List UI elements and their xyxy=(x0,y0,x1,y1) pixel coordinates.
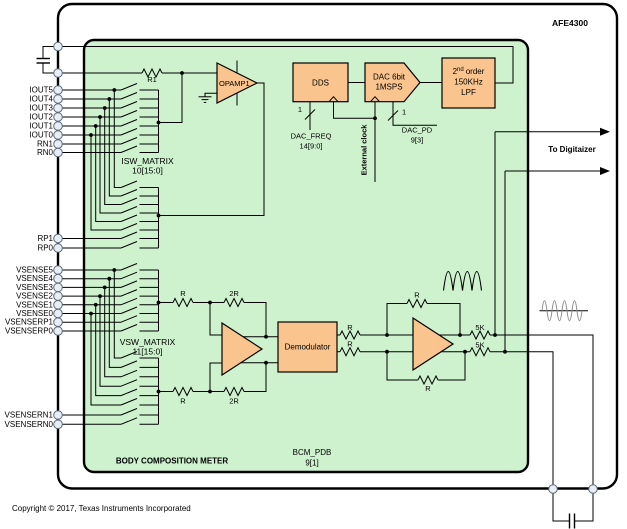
pin-label-iout2: IOUT2 xyxy=(29,113,53,122)
wires-opamp1 xyxy=(198,60,238,106)
pin-label-vsenserp0: VSENSERP0 xyxy=(5,327,54,336)
dac-freq-bits: 14[9:0] xyxy=(300,142,323,151)
resistor-label-r1: R1 xyxy=(147,75,157,84)
signal-labels: 1 DAC_FREQ 14[9:0] 1 DAC_PD 9[3] Externa… xyxy=(291,105,596,175)
pin-label-rn0: RN0 xyxy=(37,148,54,157)
dac-block xyxy=(364,62,421,103)
isw-matrix-bits: 10[15:0] xyxy=(132,166,163,176)
pin-label-vsense2: VSENSE2 xyxy=(16,292,53,301)
demodulator-label: Demodulator xyxy=(285,343,331,352)
pin-labels: IOUT5 IOUT4 IOUT3 IOUT2 IOUT1 IOUT0 RN1 … xyxy=(5,86,54,429)
pin-label-rn1: RN1 xyxy=(37,140,54,149)
resistor-label-5k-top: 5K xyxy=(475,323,484,332)
modulated-sine-waveform-icon xyxy=(539,300,588,322)
bcm-pdb-label: BCM_PDB xyxy=(293,448,332,457)
vsw-matrix-label: VSW_MATRIX xyxy=(120,337,176,347)
to-digitizer-arrows xyxy=(495,127,610,175)
pin-label-iout5: IOUT5 xyxy=(29,86,53,95)
pin-label-rp0: RP0 xyxy=(37,244,53,253)
wires-external-components xyxy=(36,46,594,529)
function-blocks xyxy=(216,57,496,377)
dac-pd-label: DAC_PD xyxy=(402,126,433,135)
dac-freq-label: DAC_FREQ xyxy=(291,132,332,141)
pin-label-vsensern0: VSENSERN0 xyxy=(5,420,54,429)
body-composition-meter-label: BODY COMPOSITION METER xyxy=(116,457,229,466)
lpf-block xyxy=(441,57,496,109)
dac-freq-bus-width: 1 xyxy=(298,105,302,114)
resistor-label-2r-top: 2R xyxy=(229,289,239,298)
dds-label: DDS xyxy=(312,79,329,88)
chip-name-label: AFE4300 xyxy=(552,18,588,28)
resistor-label-r-fb-top: R xyxy=(414,291,420,300)
dac-pd-bits: 9[3] xyxy=(411,136,424,145)
pin-label-vsense0: VSENSE0 xyxy=(16,309,53,318)
dac-label-line2: 1MSPS xyxy=(375,83,402,92)
rectified-sine-waveform-icon xyxy=(442,270,483,291)
to-digitizer-label: To Digitaizer xyxy=(548,145,595,154)
dac-pd-bus-width: 1 xyxy=(402,108,406,117)
resistor-label-r-top: R xyxy=(180,289,186,298)
pin-label-iout1: IOUT1 xyxy=(29,122,53,131)
opamp1-label: OPAMP1 xyxy=(219,79,250,88)
pin-label-iout0: IOUT0 xyxy=(29,131,53,140)
wires-signal-generation xyxy=(58,46,514,216)
pin-label-vsense3: VSENSE3 xyxy=(16,283,53,292)
lpf-label-line3: LPF xyxy=(461,88,476,97)
dac-label-line1: DAC 6bit xyxy=(373,73,406,82)
package-pins xyxy=(53,41,598,494)
pin xyxy=(53,41,63,52)
vsw-matrix-bits: 11[15:0] xyxy=(132,347,162,357)
opamp1-block xyxy=(216,62,259,104)
junction-dots xyxy=(89,71,507,394)
instrumentation-amp xyxy=(221,321,264,377)
pin-label-vsenserp1: VSENSERP1 xyxy=(5,318,54,327)
pin-label-iout3: IOUT3 xyxy=(29,104,53,113)
wires-matrix-columns xyxy=(90,90,159,425)
resistor-label-r-demod-top: R xyxy=(347,323,353,332)
resistor-label-r-fb-bottom: R xyxy=(425,384,431,393)
pin-label-rp1: RP1 xyxy=(37,234,53,243)
pin-label-vsensern1: VSENSERN1 xyxy=(5,411,54,420)
pin-label-vsense4: VSENSE4 xyxy=(16,274,53,283)
pin-label-vsense1: VSENSE1 xyxy=(16,300,53,309)
lpf-label-line2: 150KHz xyxy=(454,78,482,87)
resistor-label-2r-bottom: 2R xyxy=(229,397,239,406)
pin-label-vsense5: VSENSE5 xyxy=(16,266,53,275)
demodulator-block xyxy=(277,321,338,373)
copyright-notice: Copyright © 2017, Texas Instruments Inco… xyxy=(12,504,191,513)
external-clock-label: External clock xyxy=(360,124,369,176)
resistor-label-5k-bottom: 5K xyxy=(475,341,484,350)
resistor-label-r-bottom: R xyxy=(180,397,186,406)
pin-label-iout4: IOUT4 xyxy=(29,95,53,104)
isw-matrix-label: ISW_MATRIX xyxy=(121,156,174,166)
dds-block xyxy=(292,62,349,103)
bcm-pdb-bits: 9[1] xyxy=(305,459,318,468)
resistor-label-r-demod-bottom: R xyxy=(347,340,353,349)
pin xyxy=(53,68,63,78)
matrix-labels: ISW_MATRIX 10[15:0] VSW_MATRIX 11[15:0] xyxy=(120,156,176,357)
resistor-labels: R1 R 2R R 2R R R R R 5K 5K xyxy=(147,75,484,406)
output-amp xyxy=(412,316,455,372)
